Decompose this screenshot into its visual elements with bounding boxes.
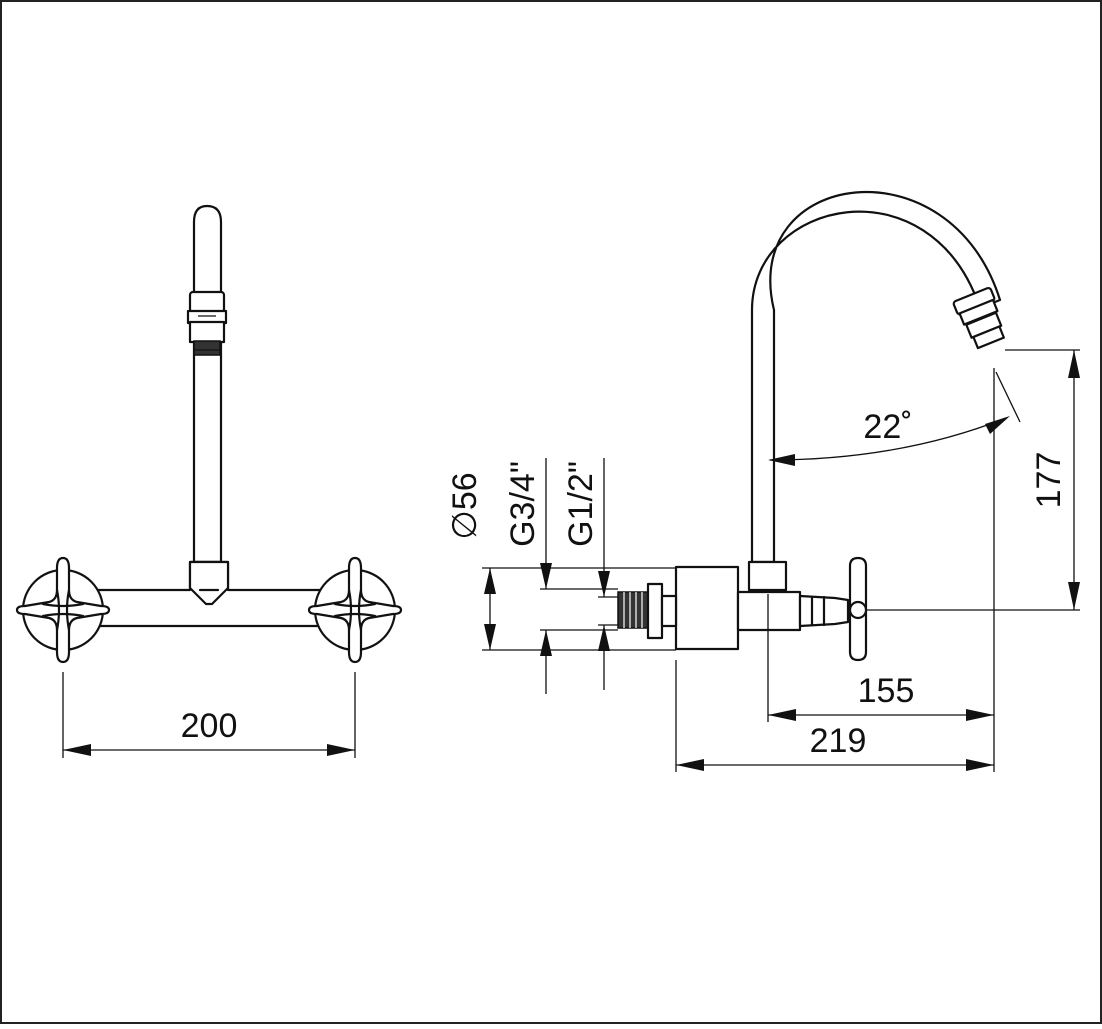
side-view: ∅56 G3/4" G1/2" 22˚ 177 xyxy=(446,190,1080,772)
dimension-200: 200 xyxy=(62,672,356,758)
dimension-diameter-56-label: ∅56 xyxy=(446,472,484,539)
front-view: 200 xyxy=(15,204,403,758)
front-spout xyxy=(186,204,228,564)
left-cross-handle xyxy=(15,556,111,664)
side-wall-flange xyxy=(674,565,740,651)
side-gooseneck-spout xyxy=(750,190,1002,564)
dimension-200-label: 200 xyxy=(181,707,238,745)
dimension-155-label: 155 xyxy=(858,672,915,710)
dimension-219-label: 219 xyxy=(810,722,867,760)
side-spout-collar xyxy=(747,560,788,592)
side-aerator xyxy=(952,286,1005,350)
dimension-219: 219 xyxy=(675,660,994,772)
dimension-threads: ∅56 G3/4" G1/2" xyxy=(446,458,676,694)
dimension-177-label: 177 xyxy=(1030,452,1068,509)
dimension-177: 177 xyxy=(866,349,1080,611)
side-thread-connection xyxy=(617,582,678,640)
dimension-g34-label: G3/4" xyxy=(504,461,542,547)
front-spout-nut xyxy=(188,560,230,606)
dimension-g12-label: G1/2" xyxy=(562,461,600,547)
dimension-angle-22: 22˚ xyxy=(768,371,1021,466)
dimension-155: 155 xyxy=(767,594,994,722)
side-body xyxy=(736,590,802,632)
right-cross-handle xyxy=(307,556,403,664)
dimension-angle-22-label: 22˚ xyxy=(863,408,912,446)
